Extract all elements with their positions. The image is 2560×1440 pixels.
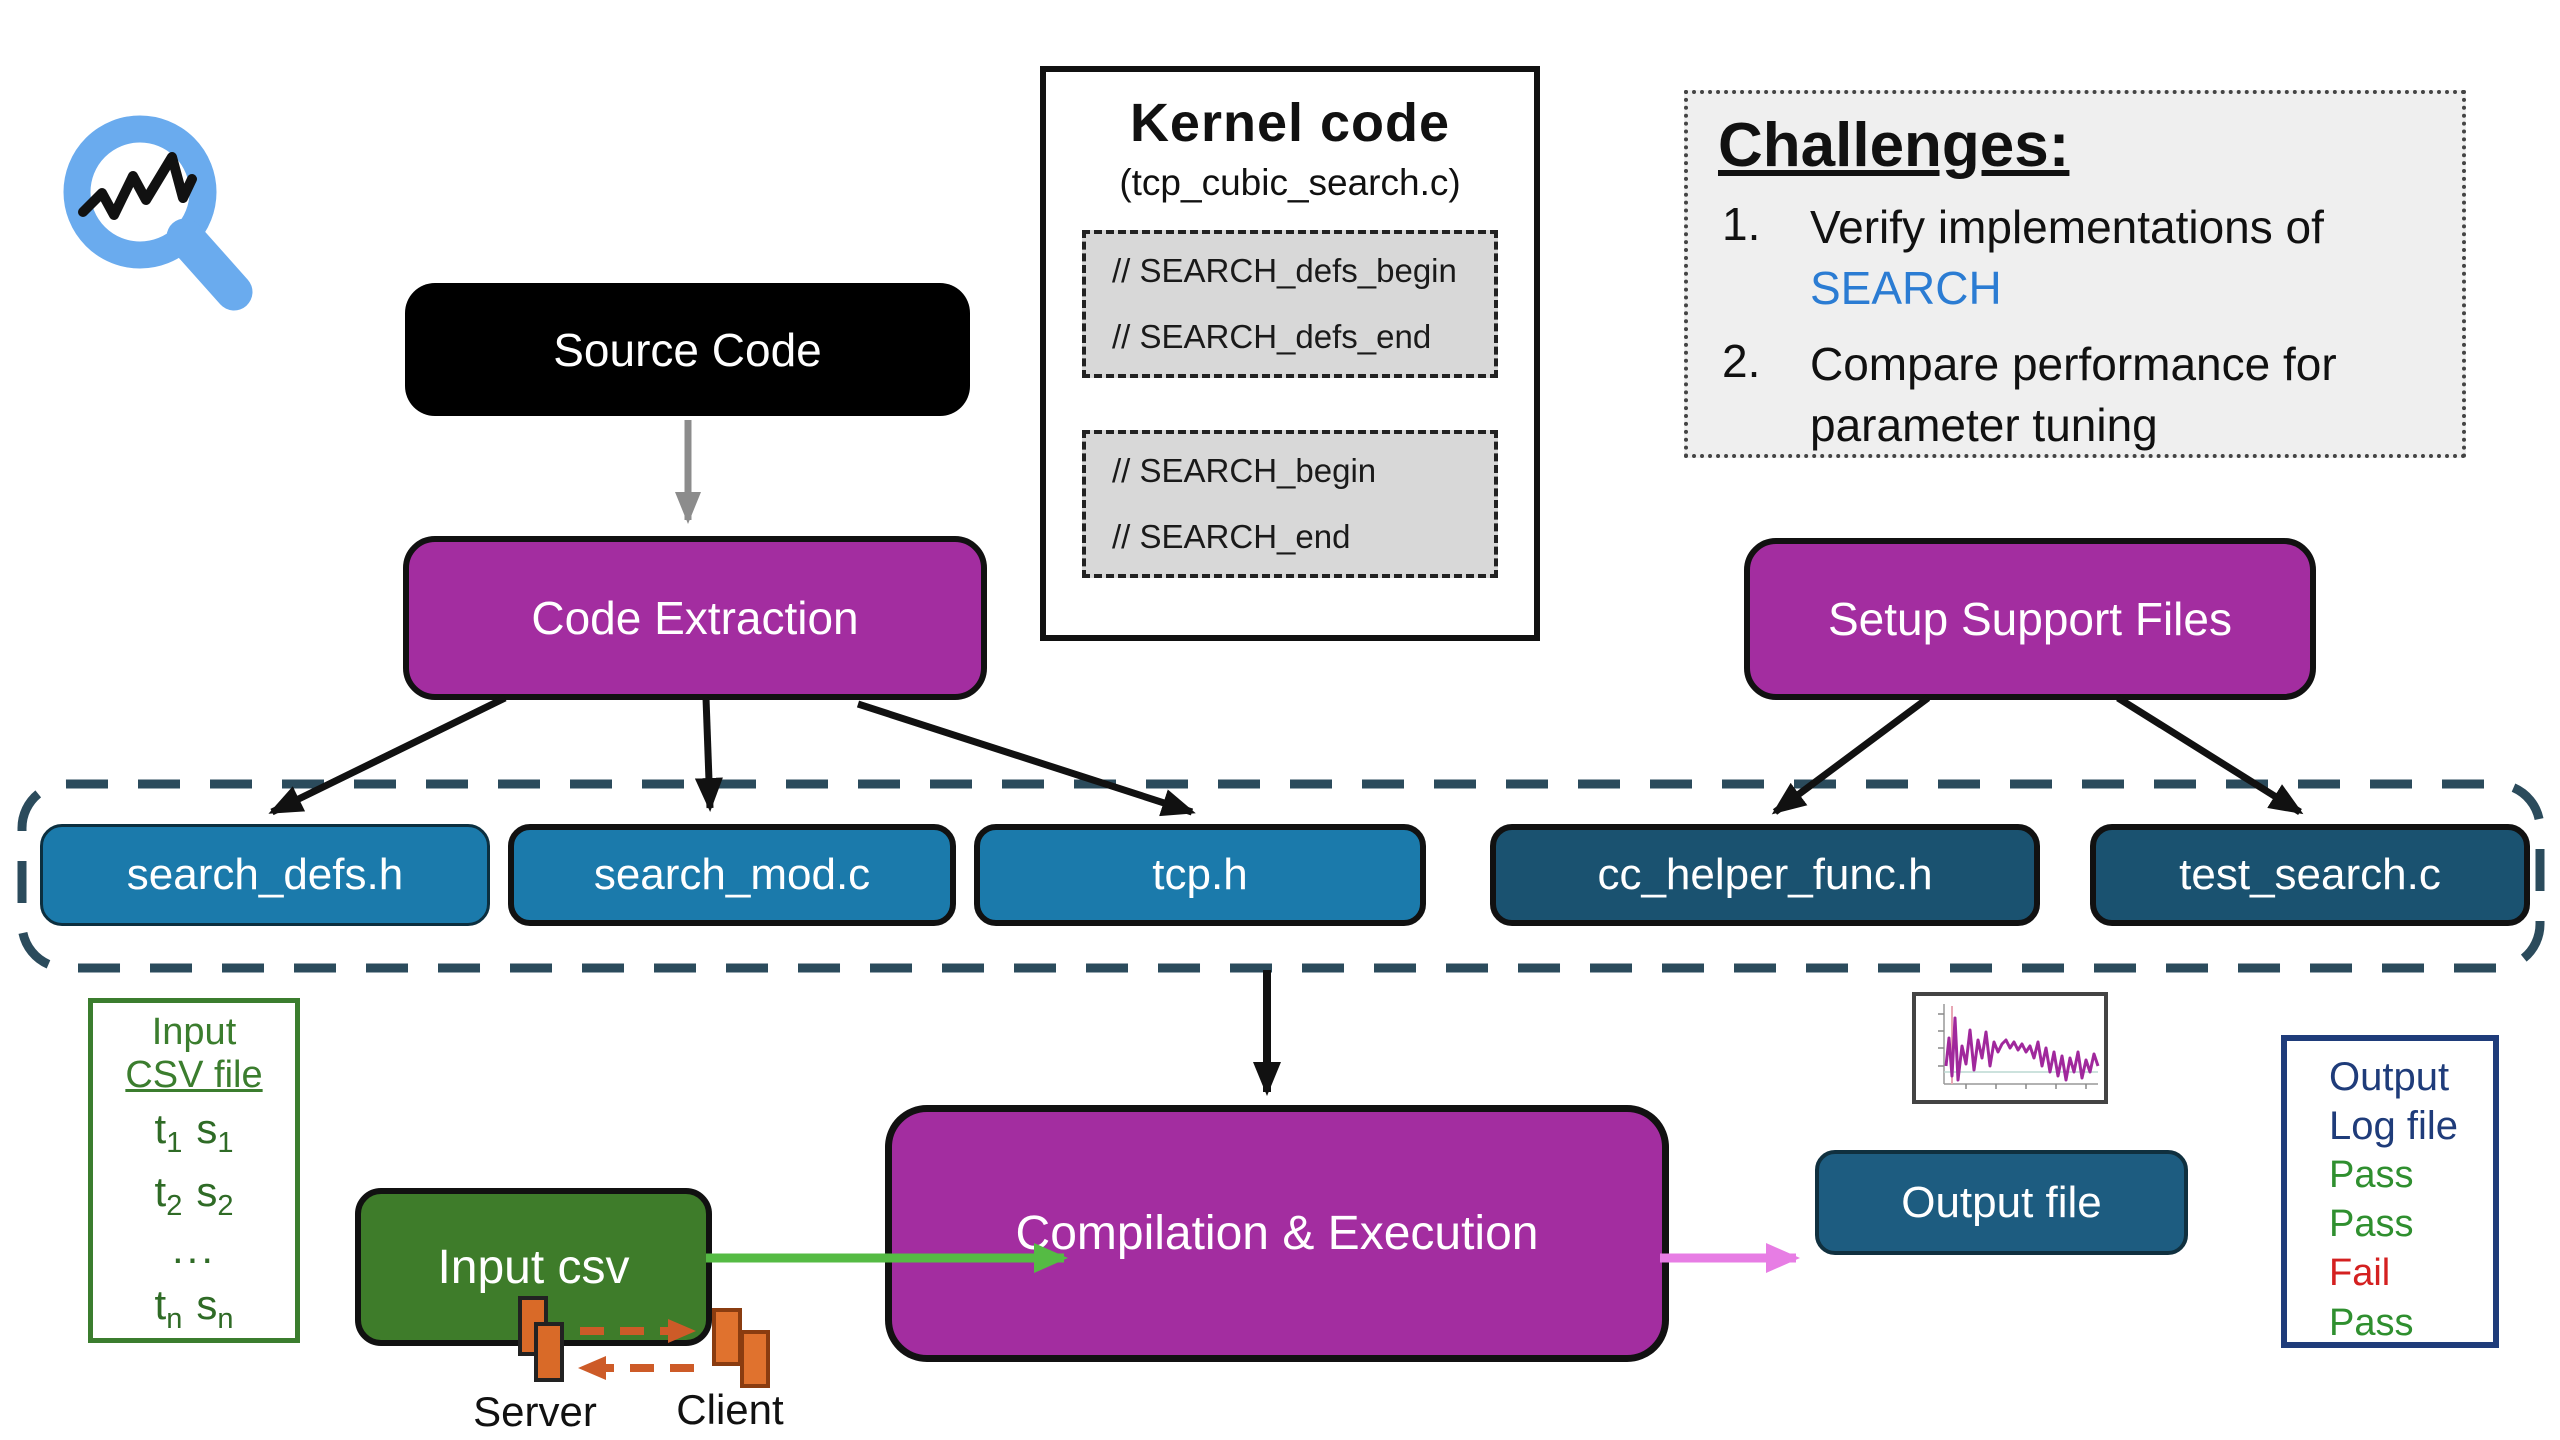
search-waveform-logo-icon xyxy=(63,115,253,311)
chart-thumbnail-plot xyxy=(1938,1004,2100,1089)
kernel-code-title: Kernel code xyxy=(1129,93,1451,153)
kernel-search-end: // SEARCH_end xyxy=(1112,518,1351,555)
setup-support-files-node: Setup Support Files xyxy=(1744,538,2316,700)
log-entry-4: Pass xyxy=(2329,1301,2414,1344)
csv-rn-t-sub: n xyxy=(166,1303,183,1335)
code-extraction-node: Code Extraction xyxy=(403,536,987,700)
csv-r2-s: s xyxy=(196,1168,218,1215)
output-log-panel: Output Log file Pass Pass Fail Pass xyxy=(2281,1035,2499,1348)
log-entry-3: Fail xyxy=(2329,1252,2391,1295)
server-icon-front xyxy=(534,1322,564,1382)
kernel-defs-begin: // SEARCH_defs_begin xyxy=(1112,252,1457,289)
csv-r1-s: s xyxy=(196,1105,218,1152)
challenge-2-number: 2. xyxy=(1722,335,1761,388)
file-box-test-search: test_search.c xyxy=(2090,824,2530,926)
kernel-code-panel: Kernel code (tcp_cubic_search.c) // SEAR… xyxy=(1040,66,1540,641)
challenge-item-2: 2. Compare performance for parameter tun… xyxy=(1718,334,2432,455)
challenges-title: Challenges: xyxy=(1718,111,2070,180)
challenges-panel: Challenges: 1. Verify implementations of… xyxy=(1684,90,2466,458)
csv-rn-t: t xyxy=(154,1281,167,1328)
csv-r2-s-sub: 2 xyxy=(217,1190,234,1222)
log-entry-2: Pass xyxy=(2329,1202,2414,1245)
challenge-1-number: 1. xyxy=(1722,198,1761,250)
csv-r1-t: t xyxy=(154,1105,167,1152)
csv-panel-title-line2: CSV file xyxy=(125,1054,263,1096)
client-label: Client xyxy=(676,1386,784,1433)
kernel-defs-end: // SEARCH_defs_end xyxy=(1112,318,1432,355)
challenge-2-text-line1: Compare performance for xyxy=(1810,338,2337,391)
file-box-search-defs: search_defs.h xyxy=(40,824,490,926)
client-icon xyxy=(712,1308,742,1366)
input-csv-node: Input csv xyxy=(355,1188,712,1346)
kernel-search-block: // SEARCH_begin // SEARCH_end xyxy=(1082,430,1498,578)
output-chart-thumbnail xyxy=(1912,992,2108,1104)
csv-r2-t-sub: 2 xyxy=(166,1190,183,1222)
challenge-item-1: 1. Verify implementations of SEARCH xyxy=(1718,197,2432,318)
csv-rn-s-sub: n xyxy=(217,1303,234,1335)
kernel-search-begin: // SEARCH_begin xyxy=(1112,452,1377,489)
csv-r2-t: t xyxy=(154,1168,167,1215)
file-box-tcp-h: tcp.h xyxy=(974,824,1426,926)
kernel-code-filename: (tcp_cubic_search.c) xyxy=(1119,162,1461,203)
output-log-title-line2: Log file xyxy=(2329,1103,2458,1148)
csv-r1-s-sub: 1 xyxy=(217,1127,234,1159)
file-box-cc-helper-func: cc_helper_func.h xyxy=(1490,824,2040,926)
challenge-2-text-line2: parameter tuning xyxy=(1810,399,2158,452)
output-log-title-line1: Output xyxy=(2329,1055,2450,1099)
challenge-1-text: Verify implementations of xyxy=(1810,201,2324,253)
kernel-defs-block: // SEARCH_defs_begin // SEARCH_defs_end xyxy=(1082,230,1498,378)
csv-ellipsis: ... xyxy=(171,1225,216,1272)
csv-r1-t-sub: 1 xyxy=(166,1127,183,1159)
challenge-1-search-highlight: SEARCH xyxy=(1810,261,2002,314)
server-label: Server xyxy=(473,1388,597,1435)
output-file-node: Output file xyxy=(1815,1150,2188,1255)
client-icon-front xyxy=(740,1330,770,1388)
file-box-search-mod: search_mod.c xyxy=(508,824,956,926)
source-code-node: Source Code xyxy=(405,283,970,416)
compilation-execution-node: Compilation & Execution xyxy=(885,1105,1669,1362)
csv-panel-title-line1: Input xyxy=(151,1011,237,1053)
log-entry-1: Pass xyxy=(2329,1153,2414,1196)
csv-rn-s: s xyxy=(196,1281,218,1328)
